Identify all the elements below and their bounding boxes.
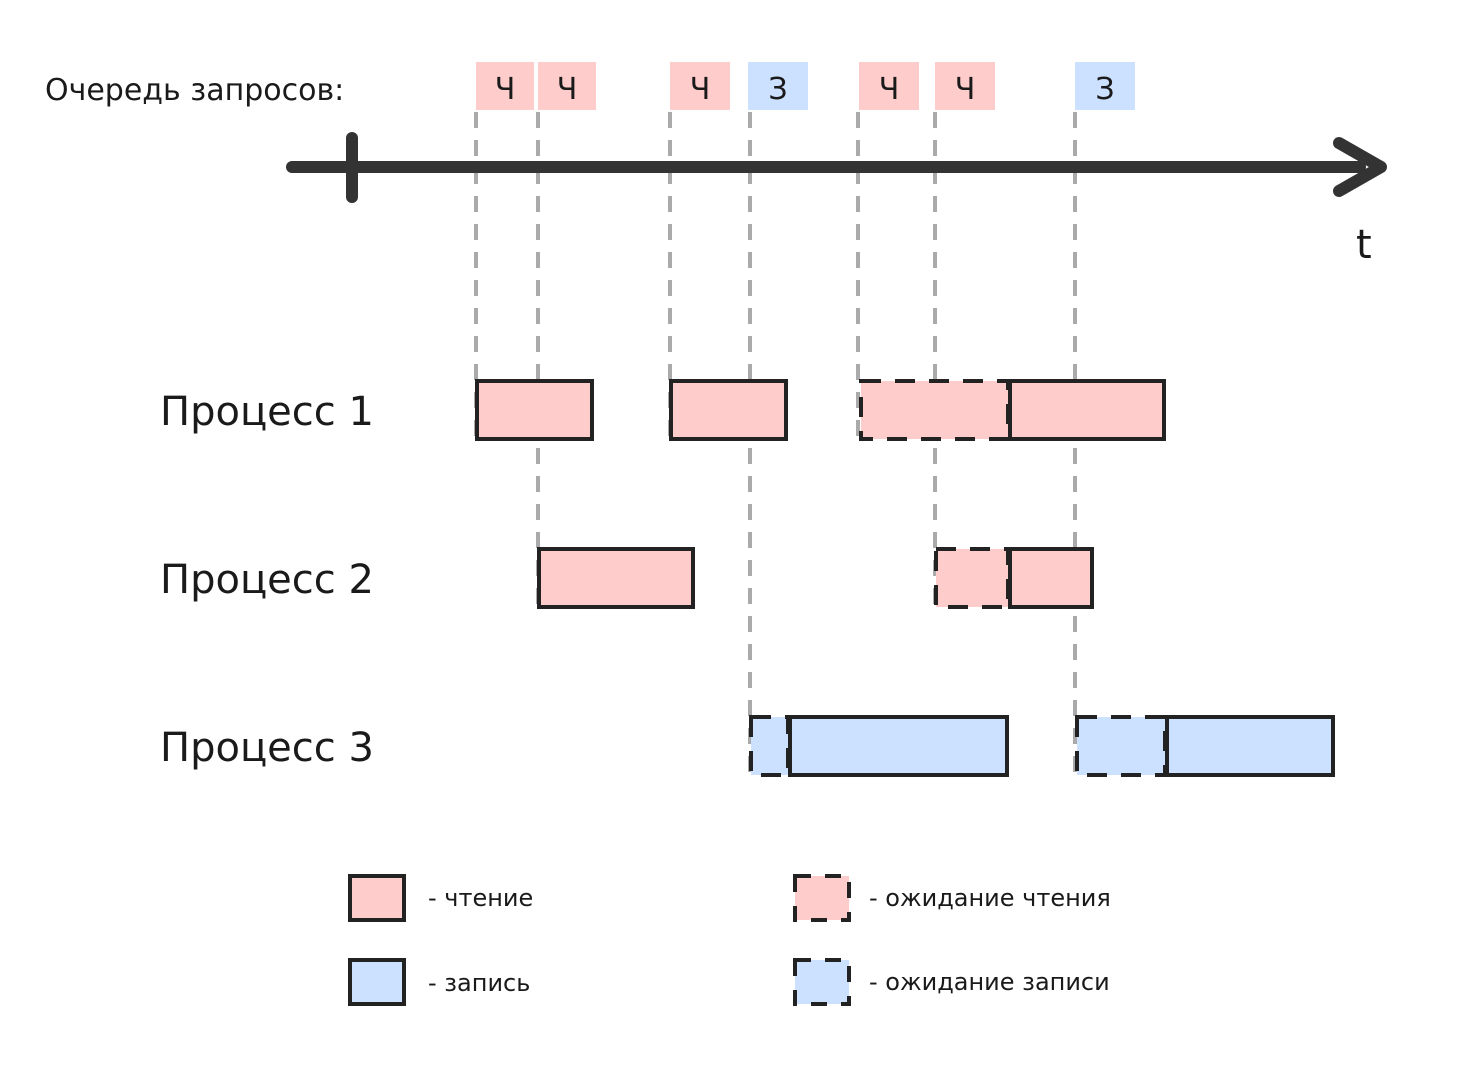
request-label: Ч — [690, 72, 711, 107]
legend-item-read: - чтение — [348, 874, 533, 922]
wait-read-bar — [859, 379, 1010, 441]
request-item: З — [748, 62, 808, 110]
read-bar — [1008, 379, 1166, 441]
request-label: З — [1095, 72, 1114, 107]
write-bar — [1165, 715, 1335, 777]
request-label: Ч — [557, 72, 578, 107]
request-item: З — [1075, 62, 1135, 110]
request-item: Ч — [859, 62, 919, 110]
request-label: Ч — [495, 72, 516, 107]
request-item: Ч — [670, 62, 730, 110]
legend-swatch-wait-write — [793, 958, 851, 1006]
request-guide-lines — [474, 112, 1077, 776]
read-bar — [537, 547, 695, 609]
request-label: Ч — [879, 72, 900, 107]
legend-label-write: - запись — [428, 969, 530, 997]
read-bar — [1008, 547, 1094, 609]
legend: - чтение - запись - ожидание чтения - ож… — [348, 874, 1111, 1006]
queue-title: Очередь запросов: — [45, 73, 344, 108]
process-label-2: Процесс 2 — [160, 557, 374, 603]
wait-write-bar — [749, 715, 790, 777]
request-item: Ч — [538, 62, 596, 110]
read-bar — [669, 379, 788, 441]
process-label-3: Процесс 3 — [160, 725, 374, 771]
legend-swatch-write — [348, 958, 406, 1006]
process-3-timeline — [749, 715, 1335, 777]
request-item: Ч — [935, 62, 995, 110]
legend-swatch-read — [348, 874, 406, 922]
legend-item-write: - запись — [348, 958, 530, 1006]
legend-swatch-wait-read — [793, 874, 851, 922]
process-2-timeline — [537, 547, 1094, 609]
request-item: Ч — [476, 62, 534, 110]
legend-label-wait-read: - ожидание чтения — [869, 884, 1111, 912]
request-label: Ч — [955, 72, 976, 107]
wait-read-bar — [934, 547, 1010, 609]
process-label-1: Процесс 1 — [160, 389, 374, 435]
legend-label-wait-write: - ожидание записи — [869, 968, 1110, 996]
request-queue: Ч Ч Ч З Ч Ч З — [476, 62, 1135, 110]
legend-item-wait-write: - ожидание записи — [793, 958, 1110, 1006]
read-bar — [475, 379, 594, 441]
legend-item-wait-read: - ожидание чтения — [793, 874, 1111, 922]
axis-arrowhead — [1333, 137, 1387, 197]
process-1-timeline — [475, 379, 1166, 441]
request-label: З — [768, 72, 787, 107]
wait-write-bar — [1075, 715, 1167, 777]
time-axis: t — [286, 132, 1387, 268]
write-bar — [788, 715, 1009, 777]
axis-label: t — [1356, 222, 1372, 268]
legend-label-read: - чтение — [428, 884, 533, 912]
